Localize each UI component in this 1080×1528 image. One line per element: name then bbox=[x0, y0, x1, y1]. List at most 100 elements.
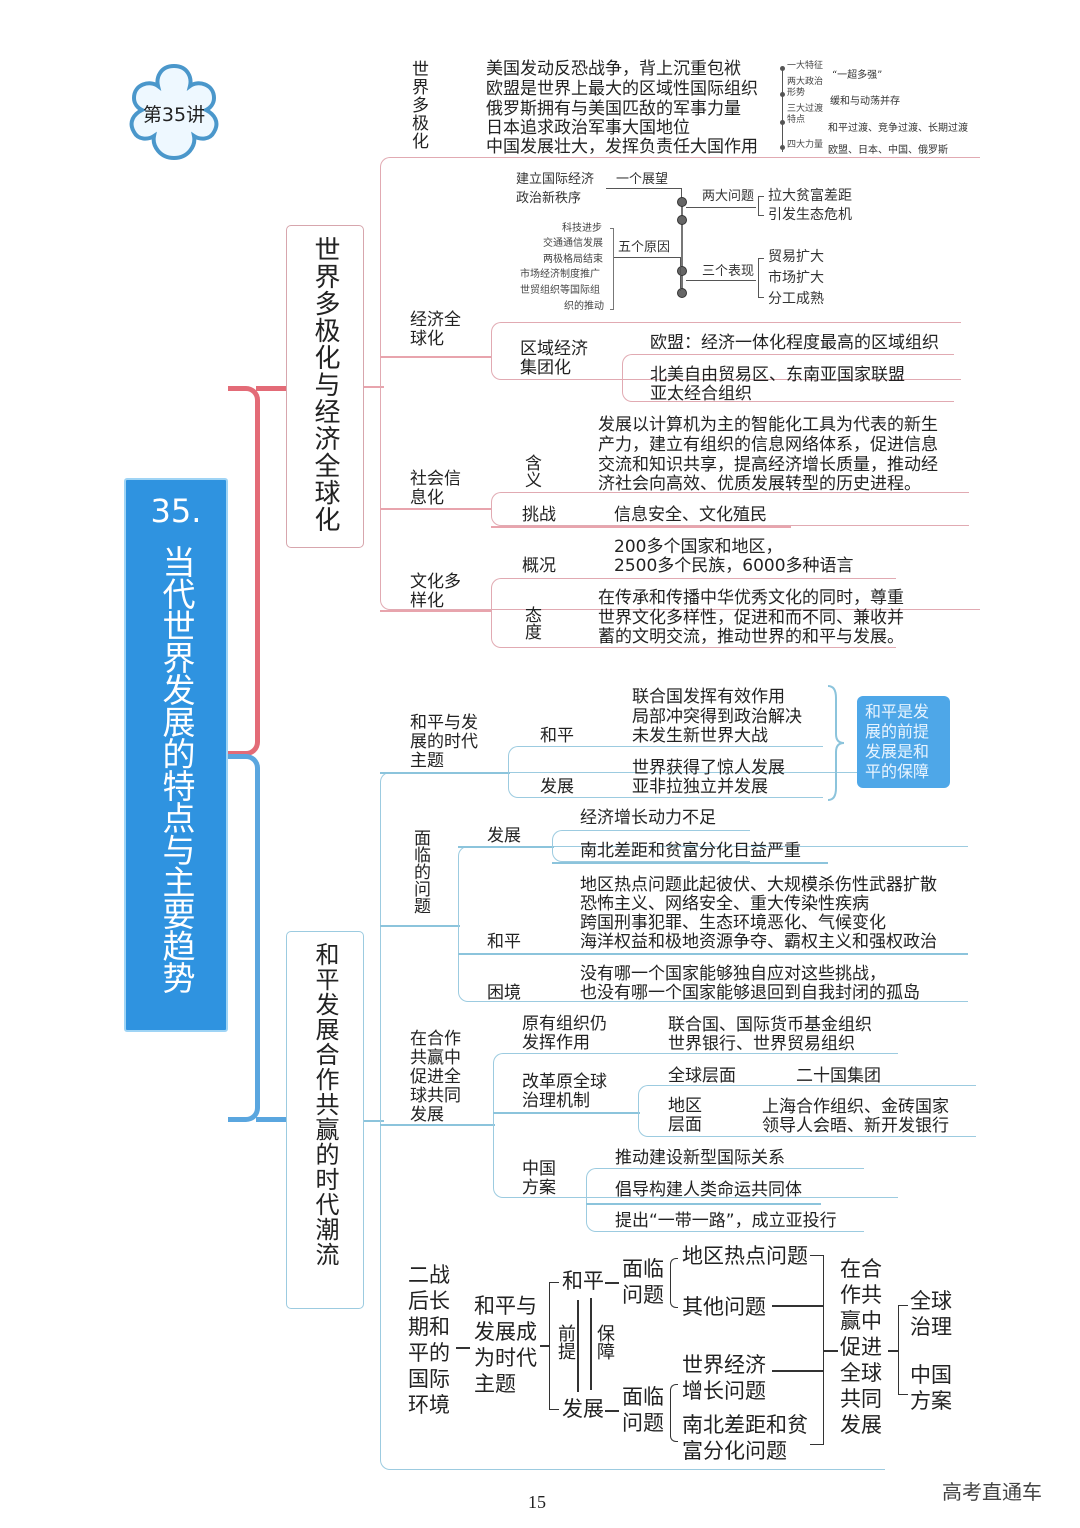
flow-d1: 世界经济增长问题 bbox=[682, 1353, 766, 1403]
main-title: 35. 当代世界发展的特点与主要趋势 bbox=[126, 494, 226, 1009]
flow-face2: 面临问题 bbox=[622, 1385, 664, 1435]
globalization-label: 经济全球化 bbox=[410, 310, 461, 349]
multipolar-item: 美国发动反恐战争，背上沉重包袱 bbox=[486, 59, 741, 79]
problems-peace-label: 和平 bbox=[487, 932, 521, 952]
multipolar-item: 日本追求政治军事大国地位 bbox=[486, 118, 690, 138]
flow-gov: 全球治理 bbox=[910, 1289, 952, 1339]
problem-item: 拉大贫富差距 bbox=[768, 188, 852, 204]
problems-dev-label: 发展 bbox=[487, 826, 521, 846]
flow-coop: 在合作共赢中促进全球共同发展 bbox=[840, 1257, 882, 1437]
main-title-number: 35. bbox=[150, 492, 202, 530]
reason-item: 交通通信发展 bbox=[543, 238, 603, 249]
outlook-text: 建立国际经济政治新秩序 bbox=[516, 172, 595, 206]
theme-dev-label: 发展 bbox=[540, 777, 574, 797]
problems-peace-item: 恐怖主义、网络安全、重大传染性疾病 bbox=[580, 894, 869, 914]
problems-peace-item: 海洋权益和极地资源争夺、霸权主义和强权政治 bbox=[580, 932, 937, 952]
meaning-line: 济社会向高效、优质发展转型的历史进程。 bbox=[598, 474, 921, 494]
problems-peace-item: 地区热点问题此起彼伏、大规模杀伤性武器扩散 bbox=[580, 875, 937, 895]
flow-face1: 面临问题 bbox=[622, 1257, 664, 1307]
flow-china: 中国方案 bbox=[910, 1363, 952, 1413]
lecture-badge-label: 第35讲 bbox=[142, 104, 206, 126]
regional-item: 亚太经合组织 bbox=[650, 384, 752, 404]
reason-item: 织的推动 bbox=[564, 301, 604, 312]
theme-note-text: 和平是发展的前提发展是和平的保障 bbox=[865, 702, 930, 781]
problem-item: 引发生态危机 bbox=[768, 207, 852, 223]
branch1-title: 世界多极化与经济全球化 bbox=[310, 236, 340, 533]
multipolar-item: 中国发展壮大，发挥负责任大国作用 bbox=[486, 137, 758, 157]
branch1-connector bbox=[228, 386, 260, 756]
orig-label: 原有组织仍发挥作用 bbox=[522, 1014, 607, 1053]
flow-theme: 和平与发展成为时代主题 bbox=[474, 1294, 537, 1396]
side-value: 和平过渡、竞争过渡、长期过渡 bbox=[828, 123, 968, 134]
problems-peace-item: 跨国刑事犯罪、生态环境恶化、气候变化 bbox=[580, 913, 886, 933]
region-level-item: 上海合作组织、金砖国家 bbox=[762, 1097, 949, 1117]
branch2-title: 和平发展合作共赢的时代潮流 bbox=[311, 942, 339, 1267]
branch2-connector bbox=[228, 754, 260, 1122]
multipolar-item: 欧盟是世界上最大的区域性国际组织 bbox=[486, 79, 758, 99]
overview-line: 2500多个民族，6000多种语言 bbox=[614, 556, 854, 576]
theme-dev-item: 亚非拉独立并发展 bbox=[632, 777, 768, 797]
theme-peace-label: 和平 bbox=[540, 726, 574, 746]
china-item: 倡导构建人类命运共同体 bbox=[615, 1180, 802, 1200]
attitude-line: 蓄的文明交流，推动世界的和平与发展。 bbox=[598, 627, 904, 647]
global-level-value: 二十国集团 bbox=[796, 1066, 881, 1086]
regional-label: 区域经济集团化 bbox=[520, 339, 588, 378]
reform-label: 改革原全球治理机制 bbox=[522, 1072, 607, 1111]
manifest-item: 市场扩大 bbox=[768, 270, 824, 286]
flow-d2: 南北差距和贫富分化问题 bbox=[682, 1413, 808, 1463]
attitude-line: 世界文化多样性，促进和而不同、兼收并 bbox=[598, 608, 904, 628]
side-value: “一超多强” bbox=[832, 70, 883, 81]
challenge-text: 信息安全、文化殖民 bbox=[614, 505, 767, 525]
reasons-label: 五个原因 bbox=[618, 240, 671, 255]
meaning-label: 含义 bbox=[521, 454, 541, 488]
main-title-box: 35. 当代世界发展的特点与主要趋势 bbox=[124, 478, 228, 1032]
culture-label: 文化多样化 bbox=[410, 572, 461, 611]
china-label: 中国方案 bbox=[522, 1159, 556, 1198]
meaning-line: 发展以计算机为主的智能化工具为代表的新生 bbox=[598, 415, 938, 435]
manifest-label: 三个表现 bbox=[702, 264, 755, 279]
flow-premise: 前提 bbox=[555, 1324, 576, 1360]
challenge-label: 挑战 bbox=[522, 505, 556, 525]
flow-dev: 发展 bbox=[562, 1397, 604, 1421]
theme-peace-item: 联合国发挥有效作用 bbox=[632, 687, 785, 707]
china-item: 推动建设新型国际关系 bbox=[615, 1148, 785, 1168]
problems-dilemma-item: 也没有哪一个国家能够退回到自我封闭的孤岛 bbox=[580, 983, 920, 1003]
flow-start: 二战后长期和平的国际环境 bbox=[408, 1263, 450, 1417]
side-key: 两大政治形势 bbox=[787, 77, 824, 98]
manifest-item: 贸易扩大 bbox=[768, 249, 824, 265]
regional-item: 欧盟：经济一体化程度最高的区域组织 bbox=[650, 333, 939, 353]
reason-item: 两极格局结束 bbox=[543, 254, 603, 265]
reason-item: 市场经济制度推广 bbox=[520, 269, 600, 280]
right-brace-icon bbox=[827, 685, 845, 801]
cooperation-label: 在合作共赢中促进全球共同发展 bbox=[410, 1029, 461, 1125]
side-value: 缓和与动荡并存 bbox=[830, 96, 900, 107]
theme-label: 和平与发展的时代主题 bbox=[410, 713, 478, 771]
china-item: 提出“一带一路”，成立亚投行 bbox=[615, 1211, 837, 1231]
theme-peace-item: 局部冲突得到政治解决 bbox=[632, 707, 802, 727]
manifest-item: 分工成熟 bbox=[768, 291, 824, 307]
side-value: 欧盟、日本、中国、俄罗斯 bbox=[828, 145, 948, 156]
theme-dev-item: 世界获得了惊人发展 bbox=[632, 758, 785, 778]
problems-label: 面临的问题 bbox=[410, 829, 430, 914]
problems-label: 两大问题 bbox=[702, 189, 755, 204]
lecture-badge: 第35讲 bbox=[122, 60, 226, 164]
side-key: 三大过渡特点 bbox=[787, 104, 824, 125]
side-key: 四大力量 bbox=[787, 140, 824, 150]
reason-item: 科技进步 bbox=[562, 223, 602, 234]
reason-item: 世贸组织等国际组 bbox=[520, 285, 600, 296]
multipolar-item: 俄罗斯拥有与美国匹敌的军事力量 bbox=[486, 99, 741, 119]
flow-p1: 地区热点问题 bbox=[682, 1244, 808, 1268]
meaning-line: 交流和知识共享，提高经济增长质量，推动经 bbox=[598, 455, 938, 475]
page-number: 15 bbox=[528, 1492, 546, 1512]
attitude-line: 在传承和传播中华优秀文化的同时，尊重 bbox=[598, 588, 904, 608]
attitude-label: 态度 bbox=[521, 606, 541, 640]
multipolar-label: 世界多极化 bbox=[408, 60, 428, 150]
problems-dev-item: 经济增长动力不足 bbox=[580, 808, 716, 828]
overview-label: 概况 bbox=[522, 556, 556, 576]
flow-guarantee: 保障 bbox=[594, 1324, 615, 1360]
region-level-label: 地区层面 bbox=[668, 1096, 702, 1135]
outlook-label: 一个展望 bbox=[616, 172, 669, 187]
main-title-text: 当代世界发展的特点与主要趋势 bbox=[157, 545, 196, 993]
orig-item: 联合国、国际货币基金组织 bbox=[668, 1015, 872, 1035]
branch2-title-box: 和平发展合作共赢的时代潮流 bbox=[286, 931, 364, 1309]
